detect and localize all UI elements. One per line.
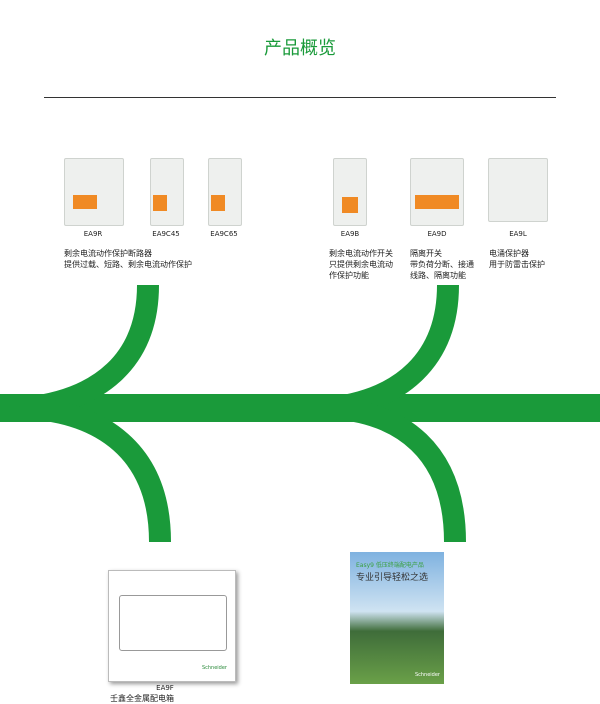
product-image-ea9d [410,158,464,226]
brand-logo: Schneider [414,672,440,678]
brochure-title: 专业引导轻松之选 [356,573,429,583]
product-image-ea9l [488,158,548,222]
branch-top-right [328,284,459,419]
model-label: EA9B [340,230,360,238]
model-label: EA9R [83,230,103,238]
distribution-box-image: Schneider [108,570,236,682]
description-ea9d: 隔离开关 带负荷分断、接通 线路、隔离功能 [410,249,474,280]
model-label: EA9D [427,230,447,238]
description-ea9b: 剩余电流动作开关 只提供剩余电流动 作保护功能 [329,249,393,280]
branch-top-left [23,284,159,419]
model-label: EA9C65 [210,230,238,238]
product-image-ea9c65 [208,158,242,226]
description-breaker: 剩余电流动作保护断路器 提供过载、短路、剩余电流动作保护 [64,249,192,269]
model-label: EA9F [156,684,174,692]
brand-logo: Schneider [201,665,227,671]
model-label: EA9C45 [152,230,180,238]
branch-bottom-left [24,397,171,543]
product-image-ea9b [333,158,367,226]
branch-bottom-right [329,397,466,543]
brochure-cover: Easy9 低压终端配电产品 专业引导轻松之选 Schneider [350,552,444,684]
product-image-ea9r [64,158,124,226]
divider [44,97,556,98]
model-label: EA9L [509,230,527,238]
brochure-subtitle: Easy9 低压终端配电产品 [356,562,424,569]
description-ea9f: 壬鑫全金属配电箱 [110,694,174,703]
product-image-ea9c45 [150,158,184,226]
page-title: 产品概览 [264,38,336,59]
description-ea9l: 电涌保护器 用于防雷击保护 [489,249,545,269]
